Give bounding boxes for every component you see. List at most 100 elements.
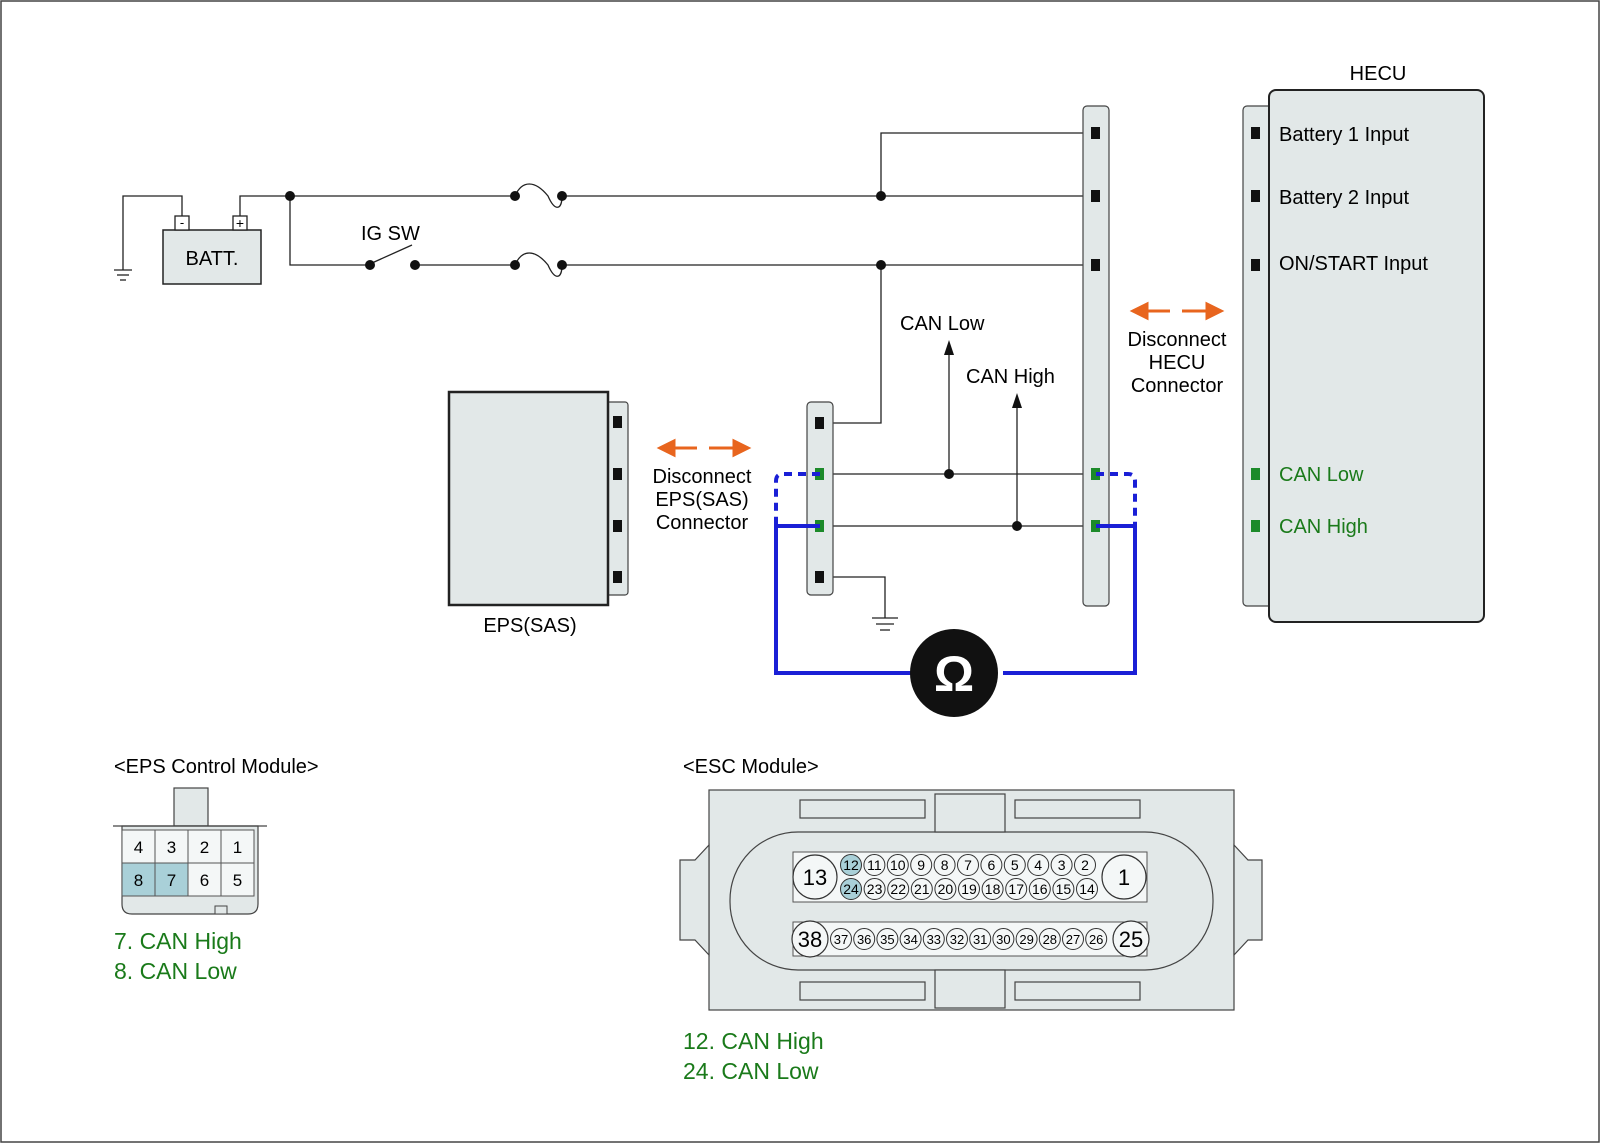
esc-pin-label: 35	[880, 932, 894, 947]
esc-pin-label: 34	[903, 932, 917, 947]
eps-pin-cell	[154, 862, 189, 897]
esc-pin-label: 14	[1079, 881, 1095, 897]
battery: - + BATT.	[162, 215, 262, 285]
esc-pin-label: 15	[1056, 881, 1072, 897]
ohmmeter-icon	[910, 629, 998, 717]
ig-switch-label: IG SW	[361, 223, 420, 245]
disconnect-hecu-line2: HECU	[1149, 352, 1206, 374]
esc-pin	[946, 928, 968, 950]
can-low-arrowhead-icon	[944, 340, 954, 355]
hecu-module	[1242, 89, 1485, 623]
esc-pin-label: 37	[834, 932, 848, 947]
can-low-arrow-label: CAN Low	[900, 313, 985, 335]
esc-pin-label: 27	[1066, 932, 1080, 947]
battery-neg-label: -	[180, 215, 184, 230]
esc-pin	[1050, 854, 1073, 876]
hecu-pin-can-low: CAN Low	[1279, 464, 1364, 486]
eps-pin-label: 8	[134, 871, 143, 890]
disconnect-hecu-line1: Disconnect	[1128, 329, 1227, 351]
hecu-pin-battery1: Battery 1 Input	[1279, 124, 1410, 146]
esc-pin-label: 6	[988, 857, 996, 873]
hecu-pin-can-high: CAN High	[1279, 516, 1368, 538]
esc-pin-label: 23	[867, 881, 883, 897]
esc-pin	[791, 920, 829, 958]
esc-pin	[1076, 878, 1098, 900]
eps-harness-connector	[806, 401, 834, 596]
eps-pin-cell	[154, 829, 189, 864]
esc-pin	[922, 928, 945, 950]
esc-pin-label: 12	[843, 857, 859, 873]
can-high-arrowhead-icon	[1012, 393, 1022, 408]
esc-pin-label: 20	[938, 881, 954, 897]
esc-pin-label: 33	[927, 932, 941, 947]
esc-module-note-2: 24. CAN Low	[683, 1058, 819, 1084]
esc-pin	[1112, 920, 1150, 958]
esc-pin	[863, 854, 886, 876]
ohmmeter-probe-wires	[774, 472, 1137, 675]
battery-ground-icon	[114, 195, 183, 281]
esc-pin	[1038, 928, 1061, 950]
esc-pin-label: 32	[950, 932, 964, 947]
power-wires	[239, 132, 1090, 618]
eps-pin-cell	[220, 862, 255, 897]
esc-pin-label: 19	[961, 881, 977, 897]
junction-dots	[285, 191, 1022, 531]
esc-pin	[863, 878, 886, 900]
eps-pin-label: 7	[167, 871, 176, 890]
eps-pin-cell	[187, 862, 222, 897]
esc-pin	[1003, 854, 1026, 876]
esc-pin-label: 25	[1119, 927, 1143, 952]
esc-pin	[934, 878, 957, 900]
eps-module-note-1: 7. CAN High	[114, 928, 242, 954]
disconnect-eps-line3: Connector	[656, 512, 749, 534]
eps-pin-label: 4	[134, 838, 143, 857]
battery-pos-label: +	[236, 215, 244, 231]
eps-pin-label: 5	[233, 871, 242, 890]
eps-module-title: <EPS Control Module>	[114, 756, 319, 778]
esc-pin-label: 28	[1043, 932, 1057, 947]
esc-pin-label: 17	[1008, 881, 1024, 897]
esc-pin	[886, 854, 909, 876]
esc-pin	[969, 928, 992, 950]
esc-pin	[792, 854, 838, 900]
esc-pin	[1015, 928, 1038, 950]
esc-pin	[980, 854, 1003, 876]
esc-pin-label: 31	[973, 932, 987, 947]
eps-label: EPS(SAS)	[483, 615, 576, 637]
esc-pin	[957, 854, 979, 876]
disconnect-hecu-line3: Connector	[1131, 375, 1224, 397]
esc-pin	[830, 928, 852, 950]
eps-module-note-2: 8. CAN Low	[114, 958, 237, 984]
esc-pin	[840, 854, 862, 876]
esc-pin	[1005, 878, 1028, 900]
eps-ground-icon	[872, 617, 898, 631]
esc-pin	[1074, 854, 1096, 876]
eps-pin-label: 2	[200, 838, 209, 857]
esc-pin	[899, 928, 922, 950]
esc-pin-label: 38	[798, 927, 822, 952]
esc-pin-label: 7	[964, 857, 972, 873]
esc-pin-label: 18	[985, 881, 1001, 897]
eps-module	[447, 390, 629, 607]
eps-pin-cell	[121, 829, 156, 864]
esc-pin	[876, 928, 899, 950]
hecu-harness-connector	[1082, 105, 1110, 607]
eps-pin-label: 1	[233, 838, 242, 857]
esc-pin-label: 22	[890, 881, 906, 897]
esc-pin	[887, 878, 910, 900]
esc-pin	[933, 854, 956, 876]
eps-pin-label: 6	[200, 871, 209, 890]
esc-pin	[910, 878, 933, 900]
esc-pin	[1085, 928, 1108, 950]
esc-pin	[853, 928, 876, 950]
esc-module-title: <ESC Module>	[683, 756, 819, 778]
esc-pin	[1101, 854, 1147, 900]
esc-pin-label: 10	[890, 857, 906, 873]
esc-pin-label: 11	[867, 857, 882, 873]
esc-pin	[992, 928, 1015, 950]
hecu-pin-battery2: Battery 2 Input	[1279, 187, 1410, 209]
